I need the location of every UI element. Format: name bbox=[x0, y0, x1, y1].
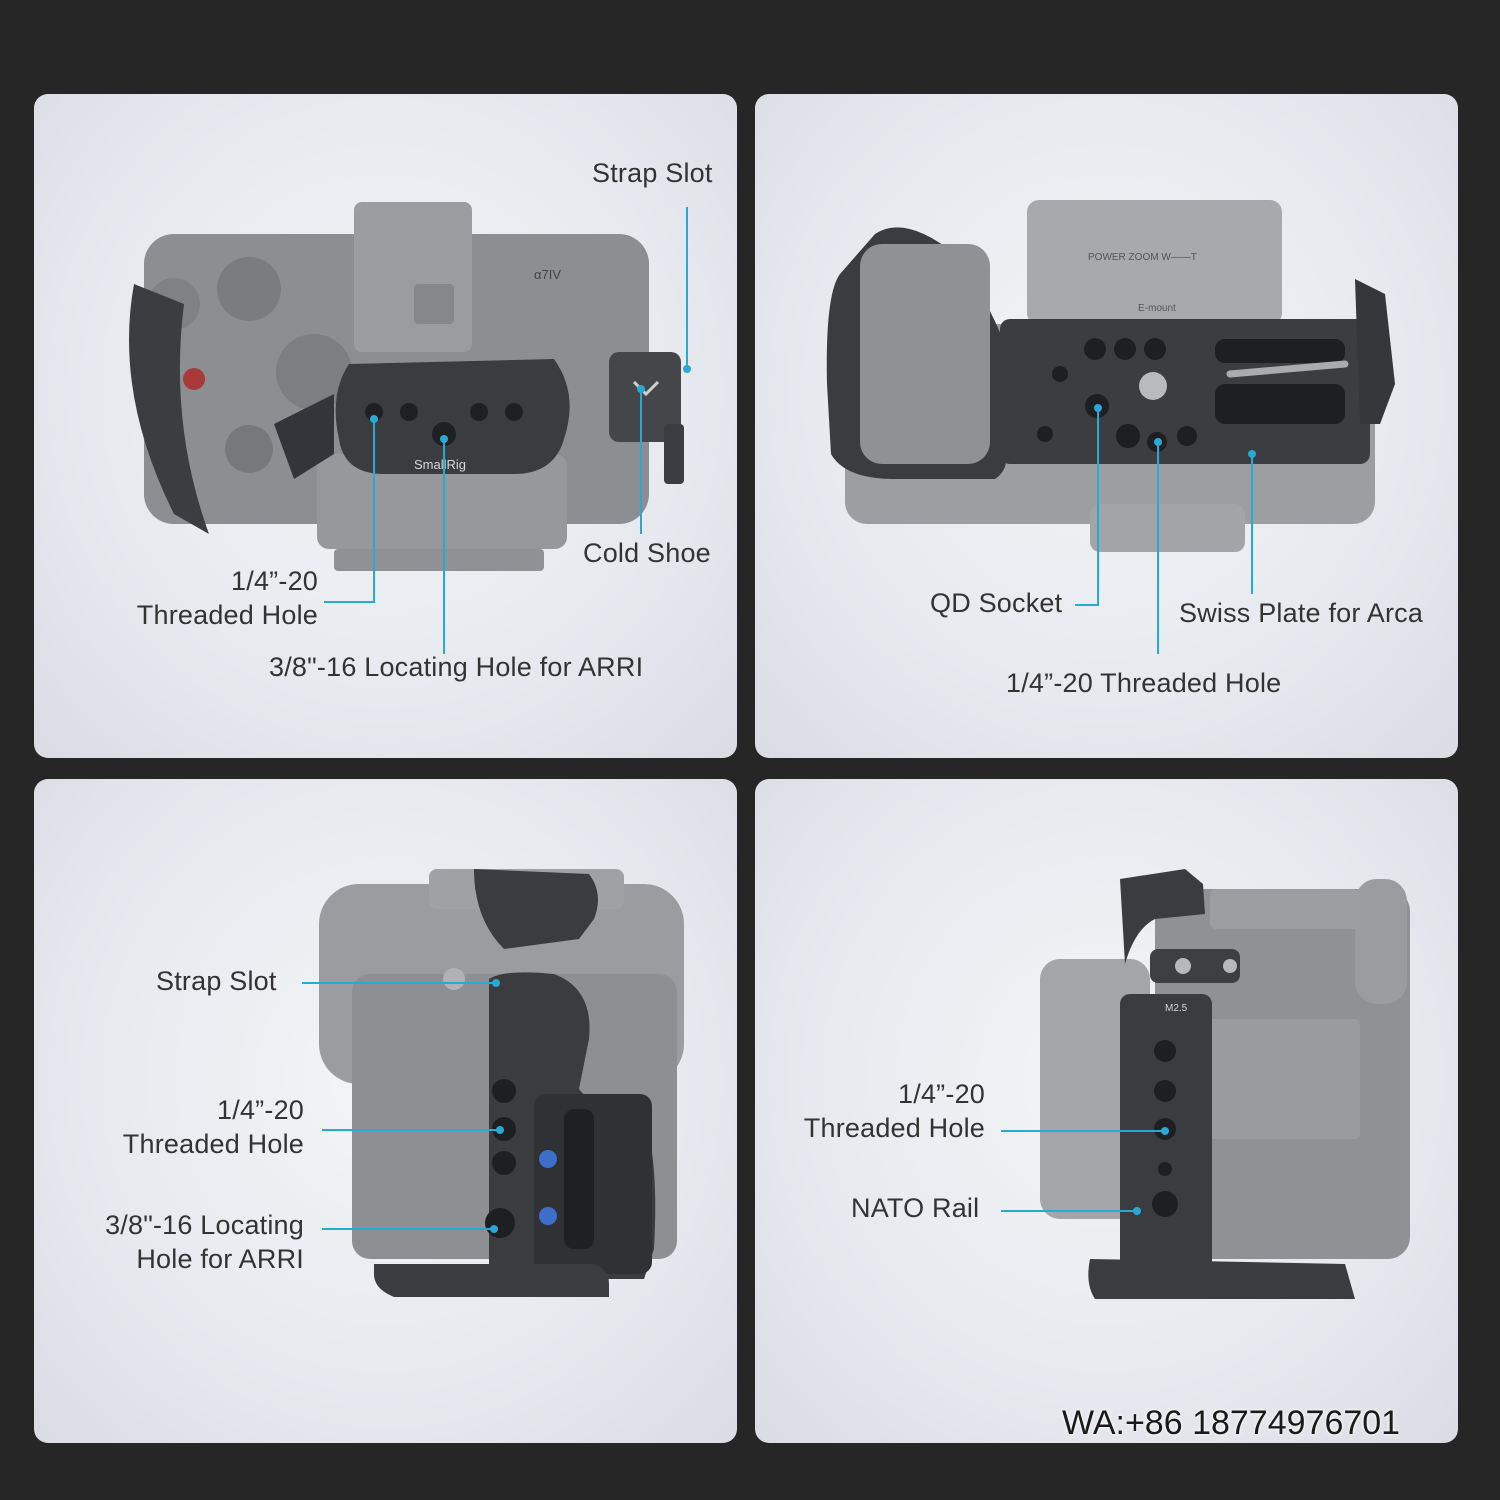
swiss-plate-label: Swiss Plate for Arca bbox=[1179, 598, 1424, 628]
lens-mount-marking: E-mount bbox=[1138, 303, 1176, 314]
threaded-hole-label-line1: 1/4”-20 bbox=[231, 566, 318, 596]
qd-socket-label: QD Socket bbox=[930, 588, 1063, 618]
contact-watermark: WA:+86 18774976701 bbox=[1062, 1404, 1401, 1442]
threaded-hole-label-line1: 1/4”-20 bbox=[898, 1079, 985, 1109]
threaded-hole-label-line1: 1/4”-20 bbox=[217, 1095, 304, 1125]
camera-cage-grip-side-illustration bbox=[302, 869, 684, 1297]
camera-cage-bottom-view-illustration: POWER ZOOM W——T E-mount bbox=[826, 200, 1395, 654]
panel-top-view: α7IV SmallRig Strap Slot Cold Shoe bbox=[34, 94, 737, 758]
locating-hole-label: 3/8"-16 Locating Hole for ARRI bbox=[269, 652, 644, 682]
cold-shoe-label: Cold Shoe bbox=[583, 538, 711, 568]
strap-slot-label: Strap Slot bbox=[156, 966, 277, 996]
threaded-hole-label-line2: Threaded Hole bbox=[803, 1113, 985, 1143]
nato-rail-label: NATO Rail bbox=[851, 1193, 980, 1223]
threaded-hole-label-line2: Threaded Hole bbox=[136, 600, 318, 630]
camera-cage-side-illustration: M2.5 bbox=[1001, 869, 1410, 1299]
threaded-hole-label: 1/4”-20 Threaded Hole bbox=[775, 1077, 985, 1145]
locating-hole-label-line2: Hole for ARRI bbox=[136, 1244, 304, 1274]
threaded-hole-label: 1/4”-20 Threaded Hole bbox=[1006, 668, 1282, 698]
camera-model-marking: α7IV bbox=[534, 267, 561, 282]
camera-cage-top-view-illustration: α7IV SmallRig bbox=[129, 202, 691, 654]
strap-slot-label: Strap Slot bbox=[592, 158, 713, 188]
threaded-hole-label: 1/4”-20 Threaded Hole bbox=[122, 564, 318, 632]
m25-marking: M2.5 bbox=[1165, 1003, 1188, 1014]
panel-grip-side-view: Strap Slot 1/4”-20 Threaded Hole 3/8"-16… bbox=[34, 779, 737, 1443]
threaded-hole-label-line2: Threaded Hole bbox=[122, 1129, 304, 1159]
panel-bottom-view: POWER ZOOM W——T E-mount bbox=[755, 94, 1458, 758]
brand-engraving: SmallRig bbox=[414, 457, 466, 472]
lens-power-zoom-marking: POWER ZOOM W——T bbox=[1088, 252, 1197, 263]
locating-hole-label-line1: 3/8"-16 Locating bbox=[105, 1210, 304, 1240]
threaded-hole-label: 1/4”-20 Threaded Hole bbox=[64, 1093, 304, 1161]
locating-hole-label: 3/8"-16 Locating Hole for ARRI bbox=[54, 1208, 304, 1276]
panel-side-view: M2.5 1/4”-20 Threaded Hole NATO Rail bbox=[755, 779, 1458, 1443]
